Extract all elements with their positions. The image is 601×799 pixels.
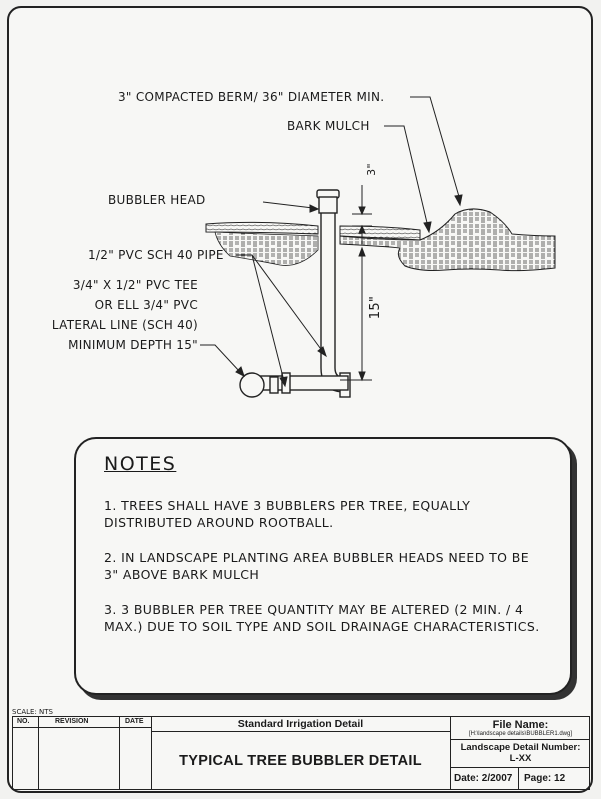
leader-lines — [200, 96, 463, 388]
col-revision: REVISION — [55, 718, 89, 725]
detail-number-label: Landscape Detail Number: — [460, 742, 581, 753]
bark-mulch-layer — [205, 221, 319, 235]
tee-label-line3: LATERAL LINE (SCH 40) — [51, 318, 198, 332]
scale-label: SCALE: NTS — [12, 708, 53, 716]
title-block: NO. REVISION DATE Standard Irrigation De… — [12, 716, 590, 790]
tee-label-line1: 3/4" X 1/2" PVC TEE — [72, 278, 198, 292]
dimension-lines — [340, 185, 372, 382]
tee-label-line4: MINIMUM DEPTH 15" — [68, 338, 198, 352]
drawing-title: TYPICAL TREE BUBBLER DETAIL — [179, 753, 422, 769]
tee-label-line2: OR ELL 3/4" PVC — [94, 298, 198, 312]
berm — [339, 208, 556, 272]
pipe-label: 1/2" PVC SCH 40 PIPE — [88, 248, 224, 262]
note-3: 3. 3 BUBBLER PER TREE QUANTITY MAY BE AL… — [104, 602, 540, 634]
note-2: 2. IN LANDSCAPE PLANTING AREA BUBBLER HE… — [104, 550, 530, 582]
file-name-label: File Name: — [492, 719, 549, 731]
notes-box: NOTES 1. TREES SHALL HAVE 3 BUBBLERS PER… — [74, 437, 572, 695]
col-no: NO. — [17, 718, 30, 725]
notes-title: NOTES — [104, 453, 177, 475]
detail-number: L-XX — [509, 753, 532, 764]
note-1: 1. TREES SHALL HAVE 3 BUBBLERS PER TREE,… — [104, 498, 471, 530]
dimension-15in: 15" — [368, 295, 384, 320]
soil-left — [214, 231, 319, 266]
berm-label: 3" COMPACTED BERM/ 36" DIAMETER MIN. — [118, 90, 385, 104]
col-date: DATE — [125, 718, 144, 725]
file-path: [H:\landscape details\BUBBLER1.dwg] — [468, 731, 573, 737]
bark-mulch-label: BARK MULCH — [287, 119, 370, 133]
dimension-3in: 3" — [364, 163, 378, 176]
bubbler-assembly — [239, 189, 351, 398]
bubbler-detail-drawing — [200, 96, 556, 398]
bubbler-head-label: BUBBLER HEAD — [108, 193, 206, 207]
title-subtitle: Standard Irrigation Detail — [237, 718, 364, 730]
page-field: Page: 12 — [524, 773, 566, 784]
date-field: Date: 2/2007 — [454, 773, 513, 784]
